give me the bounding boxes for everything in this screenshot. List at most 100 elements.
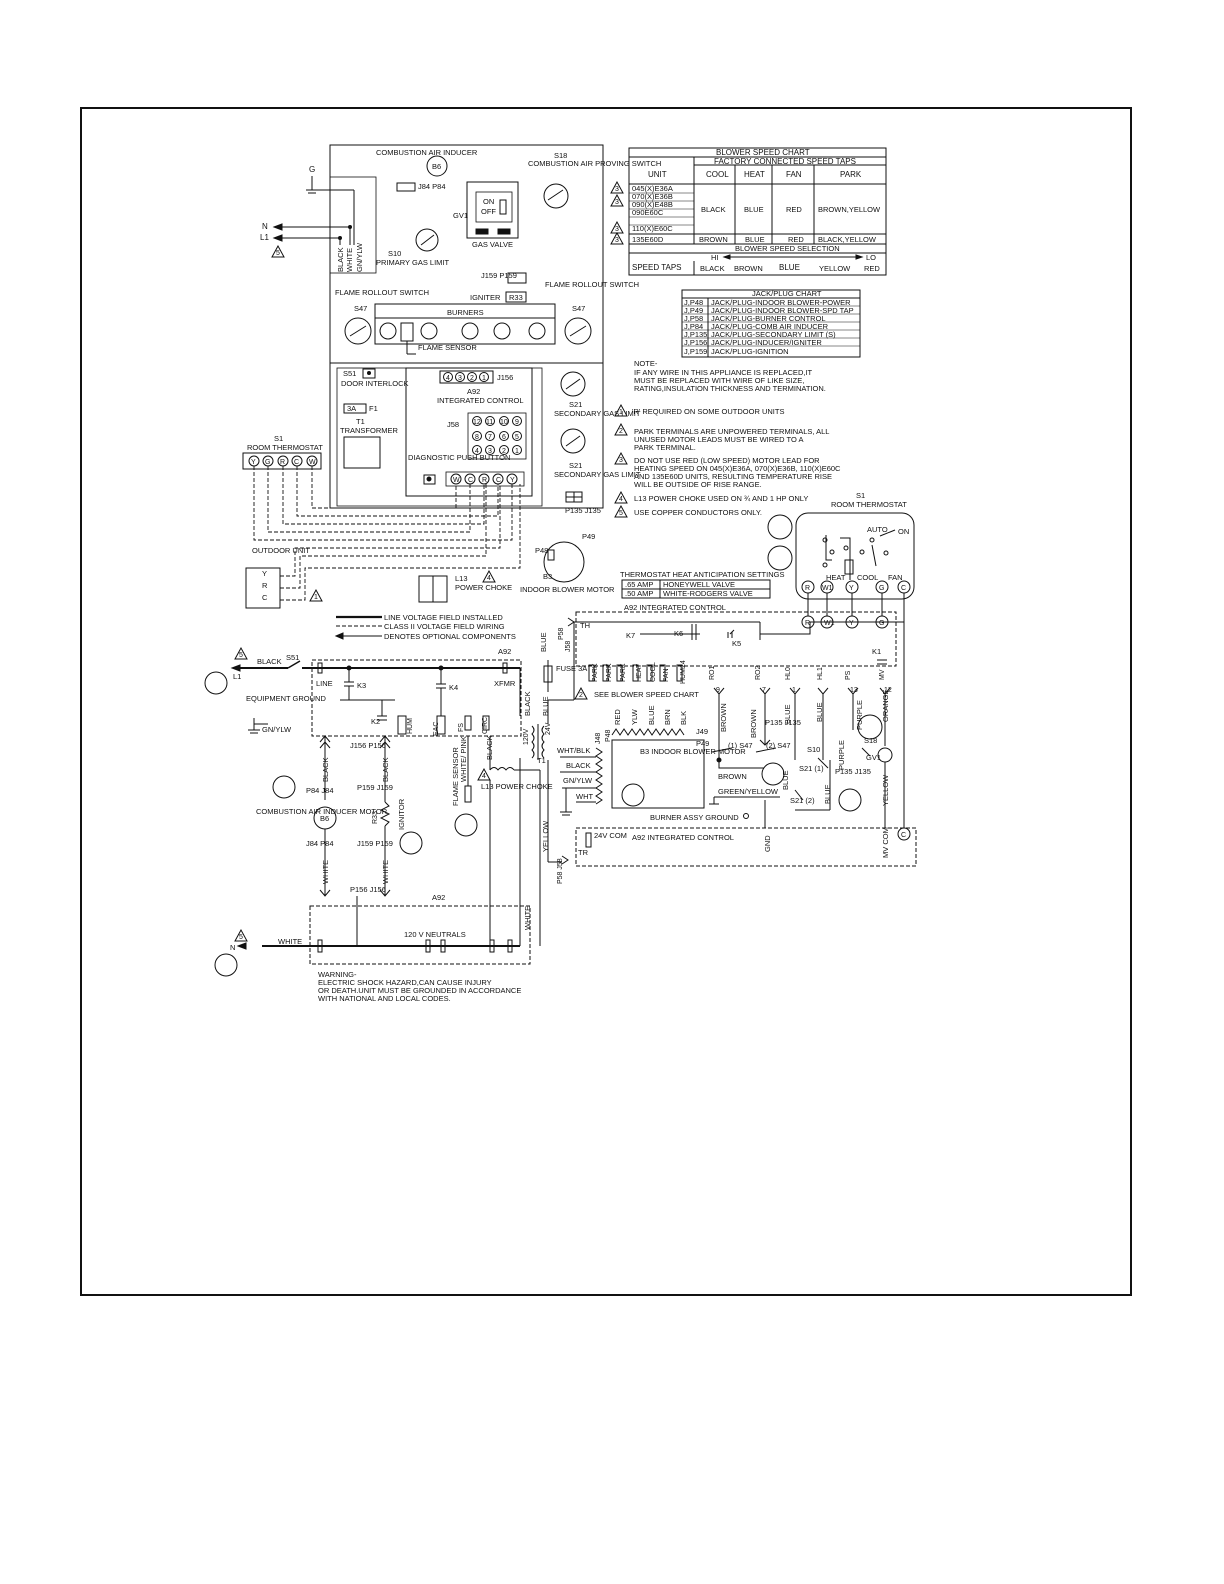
- choke-schematic-label: L13 POWER CHOKE: [481, 782, 553, 791]
- svg-text:BLACK: BLACK: [566, 761, 591, 770]
- svg-text:Y: Y: [251, 459, 256, 466]
- svg-text:F1: F1: [369, 404, 378, 413]
- svg-text:J159 P159: J159 P159: [357, 839, 393, 848]
- flame-sensor-label: FLAME SENSOR: [418, 343, 477, 352]
- chart-markers: 3 3 3 3: [610, 180, 624, 245]
- svg-text:HEAT: HEAT: [826, 573, 846, 582]
- svg-text:NOTE-: NOTE-: [634, 359, 658, 368]
- svg-text:5: 5: [515, 434, 519, 441]
- svg-text:TR: TR: [578, 848, 589, 857]
- svg-text:3: 3: [619, 457, 623, 464]
- svg-text:BLACK,YELLOW: BLACK,YELLOW: [818, 235, 877, 244]
- svg-text:BLK: BLK: [679, 711, 688, 725]
- svg-text:24V COM: 24V COM: [594, 831, 627, 840]
- svg-text:J,P135: J,P135: [684, 330, 707, 339]
- svg-text:CLASS II VOLTAGE FIELD WIRING: CLASS II VOLTAGE FIELD WIRING: [384, 622, 505, 631]
- svg-text:135E60D: 135E60D: [632, 235, 664, 244]
- svg-text:COOL: COOL: [857, 573, 878, 582]
- transformer-box: [343, 436, 381, 469]
- note-2: PARK TERMINALS ARE UNPOWERED TERMINALS, …: [634, 427, 829, 436]
- svg-text:MV: MV: [879, 669, 886, 680]
- svg-text:J49: J49: [696, 727, 708, 736]
- svg-text:R: R: [805, 585, 810, 592]
- blower-motor-label: INDOOR BLOWER MOTOR: [520, 585, 615, 594]
- svg-text:G: G: [265, 459, 270, 466]
- svg-text:B3: B3: [543, 572, 552, 581]
- svg-text:BROWN,YELLOW: BROWN,YELLOW: [818, 205, 881, 214]
- optional-circle: [767, 545, 793, 571]
- svg-text:P58 J58: P58 J58: [557, 858, 564, 884]
- svg-text:PURPLE: PURPLE: [855, 700, 864, 730]
- door-interlock-label: DOOR INTERLOCK: [341, 379, 409, 388]
- svg-text:3: 3: [458, 375, 462, 382]
- svg-text:GN/YLW: GN/YLW: [563, 776, 593, 785]
- svg-text:C: C: [262, 593, 268, 602]
- j58-pins: 12 11 10 9 8 7 6 5 4 3 2 1: [467, 412, 527, 460]
- svg-text:R: R: [262, 581, 268, 590]
- diagnostic-button-label: DIAGNOSTIC PUSH BUTTON: [408, 453, 510, 462]
- svg-text:K4: K4: [449, 683, 458, 692]
- jack-chart-title: JACK/PLUG CHART: [752, 289, 822, 298]
- svg-text:WITH NATIONAL AND LOCAL CODES.: WITH NATIONAL AND LOCAL CODES.: [318, 994, 451, 1003]
- svg-text:FS: FS: [458, 723, 465, 732]
- svg-text:BLUE: BLUE: [815, 702, 824, 722]
- svg-text:C: C: [901, 832, 906, 839]
- primary-limit-icon: [415, 228, 439, 252]
- svg-text:BURNERS: BURNERS: [447, 308, 484, 317]
- svg-text:P48: P48: [605, 729, 612, 742]
- optional-circle: [621, 783, 645, 807]
- svg-text:JACK/PLUG-IGNITION: JACK/PLUG-IGNITION: [711, 347, 789, 356]
- svg-text:S18: S18: [554, 151, 567, 160]
- svg-text:S47: S47: [354, 304, 367, 313]
- inducer-label: COMBUSTION AIR INDUCER: [376, 148, 478, 157]
- svg-text:T1: T1: [537, 756, 546, 765]
- svg-text:SEE BLOWER SPEED CHART: SEE BLOWER SPEED CHART: [594, 690, 699, 699]
- svg-text:5: 5: [619, 510, 623, 517]
- svg-text:C: C: [294, 459, 299, 466]
- svg-text:YELLOW: YELLOW: [541, 820, 550, 852]
- svg-text:WHITE/ PINK: WHITE/ PINK: [459, 736, 468, 782]
- note-3: DO NOT USE RED (LOW SPEED) MOTOR LEAD FO…: [634, 456, 820, 465]
- svg-text:GV1: GV1: [866, 753, 881, 762]
- svg-text:BURNER ASSY GROUND: BURNER ASSY GROUND: [650, 813, 739, 822]
- svg-text:BLUE: BLUE: [781, 770, 790, 790]
- svg-text:BLUE: BLUE: [823, 784, 832, 804]
- svg-text:BLACK: BLACK: [381, 757, 390, 782]
- svg-text:J84 P84: J84 P84: [306, 839, 334, 848]
- marker-triangle-wire: 5: [271, 244, 285, 258]
- burner-assembly: [374, 303, 556, 345]
- svg-text:HUM: HUM: [407, 718, 414, 734]
- svg-text:TH: TH: [580, 621, 590, 630]
- svg-text:S47: S47: [572, 304, 585, 313]
- control-terminal-row: RO1 RO2 HL0 HL1 PS MV 9 7 1 13 12: [709, 666, 892, 695]
- svg-text:S1: S1: [274, 434, 283, 443]
- svg-text:N: N: [230, 943, 235, 952]
- svg-text:2: 2: [502, 448, 506, 455]
- svg-text:XFMR: XFMR: [494, 679, 516, 688]
- svg-text:J156 P156: J156 P156: [350, 741, 386, 750]
- svg-text:K5: K5: [732, 639, 741, 648]
- svg-text:WHT: WHT: [576, 792, 593, 801]
- p135-label: P135 J135: [565, 506, 601, 515]
- svg-text:JACK/PLUG-COMB AIR INDUCER: JACK/PLUG-COMB AIR INDUCER: [711, 322, 829, 331]
- svg-text:IGNITOR: IGNITOR: [397, 798, 406, 830]
- note-5: USE COPPER CONDUCTORS ONLY.: [634, 508, 762, 517]
- svg-text:AUTO: AUTO: [867, 525, 888, 534]
- svg-text:BROWN: BROWN: [749, 709, 758, 738]
- svg-text:BLUE: BLUE: [744, 205, 764, 214]
- svg-text:J,P84: J,P84: [684, 322, 703, 331]
- svg-text:HEAT: HEAT: [744, 170, 765, 179]
- svg-text:FLAME SENSOR: FLAME SENSOR: [451, 747, 460, 806]
- svg-text:RED: RED: [864, 264, 880, 273]
- svg-text:JACK/PLUG-BURNER CONTROL: JACK/PLUG-BURNER CONTROL: [711, 314, 826, 323]
- svg-text:A92: A92: [432, 893, 445, 902]
- svg-text:HL1: HL1: [817, 667, 824, 680]
- diagnostic-button[interactable]: [423, 474, 436, 485]
- svg-text:4: 4: [487, 575, 491, 582]
- svg-text:1: 1: [792, 687, 796, 694]
- svg-text:BLACK: BLACK: [257, 657, 282, 666]
- svg-text:WILL BE OUTSIDE OF RISE RANGE.: WILL BE OUTSIDE OF RISE RANGE.: [634, 480, 762, 489]
- fuse-label: FUSE 3A: [556, 664, 587, 673]
- svg-text:S18: S18: [864, 736, 877, 745]
- blower-motor-icon: [543, 541, 585, 583]
